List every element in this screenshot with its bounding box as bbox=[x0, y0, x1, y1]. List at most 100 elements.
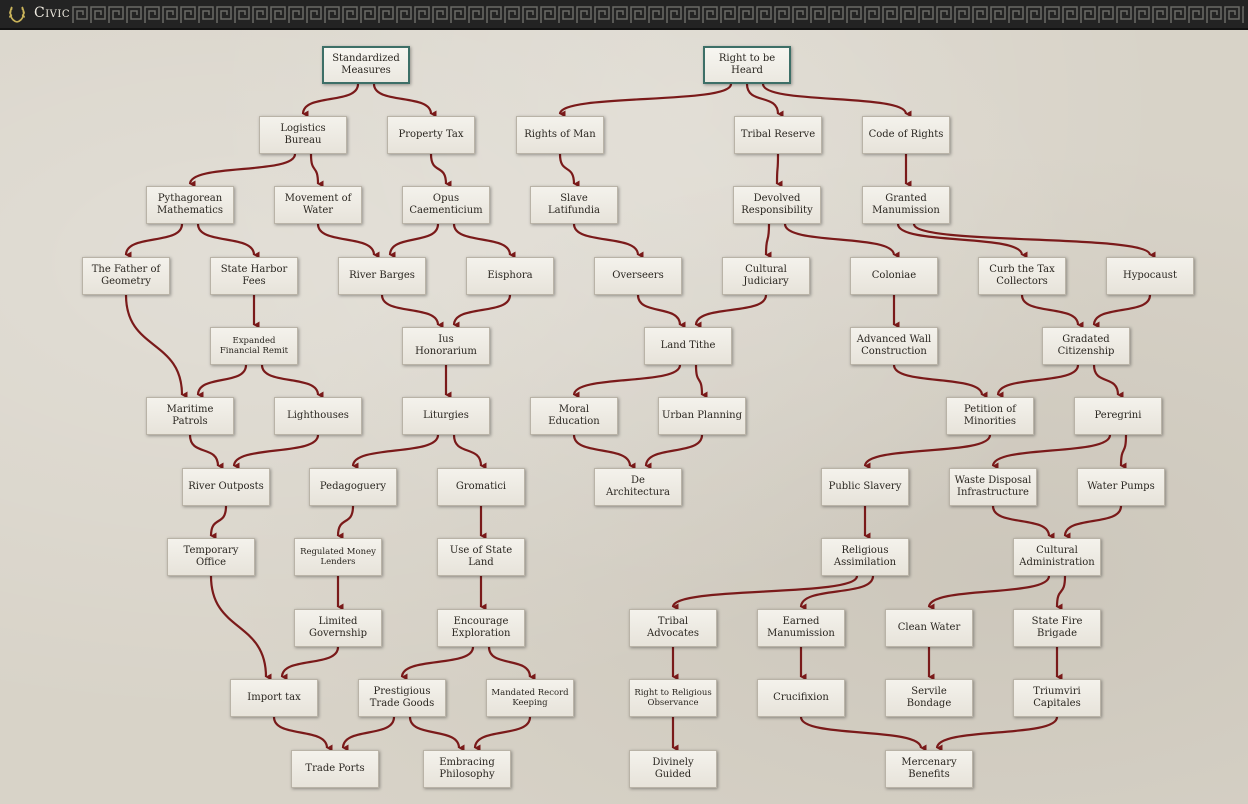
civic-node-standardized-measures[interactable]: Standardized Measures bbox=[322, 46, 410, 84]
civic-node-urban-planning[interactable]: Urban Planning bbox=[658, 397, 746, 435]
edge-devolved-responsibility-to-cultural-judiciary bbox=[766, 224, 769, 255]
civic-node-petition-of-minorities[interactable]: Petition of Minorities bbox=[946, 397, 1034, 435]
civic-node-mandated-record-keeping[interactable]: Mandated Record Keeping bbox=[486, 679, 574, 717]
edge-right-to-be-heard-to-rights-of-man bbox=[560, 84, 731, 114]
edge-curb-tax-collectors-to-gradated-citizenship bbox=[1022, 295, 1078, 325]
civic-node-curb-tax-collectors[interactable]: Curb the Tax Collectors bbox=[978, 257, 1066, 295]
civic-node-waste-disposal-infrastructure[interactable]: Waste Disposal Infrastructure bbox=[949, 468, 1037, 506]
civic-node-label: Devolved Responsibility bbox=[737, 193, 817, 217]
civic-node-rights-of-man[interactable]: Rights of Man bbox=[516, 116, 604, 154]
civic-node-opus-caementicium[interactable]: Opus Caementicium bbox=[402, 186, 490, 224]
civic-node-expanded-financial-remit[interactable]: Expanded Financial Remit bbox=[210, 327, 298, 365]
civic-node-cultural-judiciary[interactable]: Cultural Judiciary bbox=[722, 257, 810, 295]
civic-node-tribal-reserve[interactable]: Tribal Reserve bbox=[734, 116, 822, 154]
civic-node-hypocaust[interactable]: Hypocaust bbox=[1106, 257, 1194, 295]
civic-node-use-of-state-land[interactable]: Use of State Land bbox=[437, 538, 525, 576]
edge-movement-of-water-to-river-barges bbox=[318, 224, 374, 255]
civic-node-public-slavery[interactable]: Public Slavery bbox=[821, 468, 909, 506]
civic-node-moral-education[interactable]: Moral Education bbox=[530, 397, 618, 435]
civic-node-code-of-rights[interactable]: Code of Rights bbox=[862, 116, 950, 154]
civic-node-overseers[interactable]: Overseers bbox=[594, 257, 682, 295]
civic-node-triumviri-capitales[interactable]: Triumviri Capitales bbox=[1013, 679, 1101, 717]
edge-urban-planning-to-de-architectura bbox=[646, 435, 702, 466]
civic-node-label: Granted Manumission bbox=[866, 193, 946, 217]
civic-node-river-barges[interactable]: River Barges bbox=[338, 257, 426, 295]
civic-node-label: State Harbor Fees bbox=[214, 264, 294, 288]
civic-node-peregrini[interactable]: Peregrini bbox=[1074, 397, 1162, 435]
civic-node-cultural-administration[interactable]: Cultural Administration bbox=[1013, 538, 1101, 576]
civic-node-label: Land Tithe bbox=[661, 340, 716, 352]
civic-node-divinely-guided[interactable]: Divinely Guided bbox=[629, 750, 717, 788]
civic-node-label: Code of Rights bbox=[869, 129, 944, 141]
civic-node-lighthouses[interactable]: Lighthouses bbox=[274, 397, 362, 435]
civic-node-label: Advanced Wall Construction bbox=[854, 334, 934, 358]
civic-node-state-harbor-fees[interactable]: State Harbor Fees bbox=[210, 257, 298, 295]
civic-node-limited-governship[interactable]: Limited Governship bbox=[294, 609, 382, 647]
edge-import-tax-to-trade-ports bbox=[274, 717, 327, 748]
civic-node-right-to-religious-observance[interactable]: Right to Religious Observance bbox=[629, 679, 717, 717]
edge-rights-of-man-to-slave-latifundia bbox=[560, 154, 574, 184]
civic-node-label: Regulated Money Lenders bbox=[298, 547, 378, 568]
civic-node-maritime-patrols[interactable]: Maritime Patrols bbox=[146, 397, 234, 435]
civic-node-advanced-wall-construction[interactable]: Advanced Wall Construction bbox=[850, 327, 938, 365]
civic-node-eisphora[interactable]: Eisphora bbox=[466, 257, 554, 295]
edge-limited-governship-to-import-tax bbox=[282, 647, 338, 677]
civic-node-pedagoguery[interactable]: Pedagoguery bbox=[309, 468, 397, 506]
civic-node-label: Maritime Patrols bbox=[150, 404, 230, 428]
edge-cultural-judiciary-to-land-tithe bbox=[696, 295, 766, 325]
civic-node-river-outposts[interactable]: River Outposts bbox=[182, 468, 270, 506]
civic-node-label: Hypocaust bbox=[1123, 270, 1177, 282]
civic-node-label: Public Slavery bbox=[829, 481, 902, 493]
edge-moral-education-to-de-architectura bbox=[574, 435, 630, 466]
civic-node-granted-manumission[interactable]: Granted Manumission bbox=[862, 186, 950, 224]
civic-node-liturgies[interactable]: Liturgies bbox=[402, 397, 490, 435]
civic-node-pythagorean-mathematics[interactable]: Pythagorean Mathematics bbox=[146, 186, 234, 224]
civic-node-earned-manumission[interactable]: Earned Manumission bbox=[757, 609, 845, 647]
civic-node-label: Coloniae bbox=[872, 270, 916, 282]
civic-node-import-tax[interactable]: Import tax bbox=[230, 679, 318, 717]
civic-node-trade-ports[interactable]: Trade Ports bbox=[291, 750, 379, 788]
civic-node-logistics-bureau[interactable]: Logistics Bureau bbox=[259, 116, 347, 154]
civic-node-property-tax[interactable]: Property Tax bbox=[387, 116, 475, 154]
civic-node-religious-assimilation[interactable]: Religious Assimilation bbox=[821, 538, 909, 576]
civic-node-coloniae[interactable]: Coloniae bbox=[850, 257, 938, 295]
civic-node-mercenary-benefits[interactable]: Mercenary Benefits bbox=[885, 750, 973, 788]
civic-node-right-to-be-heard[interactable]: Right to be Heard bbox=[703, 46, 791, 84]
civic-node-movement-of-water[interactable]: Movement of Water bbox=[274, 186, 362, 224]
civic-node-slave-latifundia[interactable]: Slave Latifundia bbox=[530, 186, 618, 224]
edge-waste-disposal-infrastructure-to-cultural-administration bbox=[993, 506, 1049, 536]
civic-node-prestigious-trade-goods[interactable]: Prestigious Trade Goods bbox=[358, 679, 446, 717]
civic-node-temporary-office[interactable]: Temporary Office bbox=[167, 538, 255, 576]
civic-node-regulated-money-lenders[interactable]: Regulated Money Lenders bbox=[294, 538, 382, 576]
civic-node-embracing-philosophy[interactable]: Embracing Philosophy bbox=[423, 750, 511, 788]
civic-node-label: Slave Latifundia bbox=[534, 193, 614, 217]
civic-node-label: Tribal Advocates bbox=[633, 616, 713, 640]
civic-node-label: Rights of Man bbox=[524, 129, 595, 141]
civic-node-tribal-advocates[interactable]: Tribal Advocates bbox=[629, 609, 717, 647]
civic-node-de-architectura[interactable]: De Architectura bbox=[594, 468, 682, 506]
civic-node-label: Encourage Exploration bbox=[441, 616, 521, 640]
civic-node-water-pumps[interactable]: Water Pumps bbox=[1077, 468, 1165, 506]
civic-node-father-of-geometry[interactable]: The Father of Geometry bbox=[82, 257, 170, 295]
civic-node-clean-water[interactable]: Clean Water bbox=[885, 609, 973, 647]
edge-prestigious-trade-goods-to-embracing-philosophy bbox=[410, 717, 459, 748]
civic-node-land-tithe[interactable]: Land Tithe bbox=[644, 327, 732, 365]
civic-node-label: Import tax bbox=[247, 692, 300, 704]
civic-node-gromatici[interactable]: Gromatici bbox=[437, 468, 525, 506]
civic-node-devolved-responsibility[interactable]: Devolved Responsibility bbox=[733, 186, 821, 224]
civic-node-label: Waste Disposal Infrastructure bbox=[953, 475, 1033, 499]
civic-node-label: Right to Religious Observance bbox=[633, 688, 713, 709]
edge-cultural-administration-to-clean-water bbox=[929, 576, 1049, 607]
civic-node-ius-honorarium[interactable]: Ius Honorarium bbox=[402, 327, 490, 365]
civic-node-label: Gradated Citizenship bbox=[1046, 334, 1126, 358]
civic-node-crucifixion[interactable]: Crucifixion bbox=[757, 679, 845, 717]
civic-node-label: Divinely Guided bbox=[633, 757, 713, 781]
civic-node-state-fire-brigade[interactable]: State Fire Brigade bbox=[1013, 609, 1101, 647]
edge-land-tithe-to-urban-planning bbox=[696, 365, 702, 395]
civic-node-label: Movement of Water bbox=[278, 193, 358, 217]
edge-liturgies-to-pedagoguery bbox=[353, 435, 438, 466]
edge-logistics-bureau-to-pythagorean-mathematics bbox=[190, 154, 295, 184]
civic-node-servile-bondage[interactable]: Servile Bondage bbox=[885, 679, 973, 717]
civic-node-encourage-exploration[interactable]: Encourage Exploration bbox=[437, 609, 525, 647]
civic-node-gradated-citizenship[interactable]: Gradated Citizenship bbox=[1042, 327, 1130, 365]
